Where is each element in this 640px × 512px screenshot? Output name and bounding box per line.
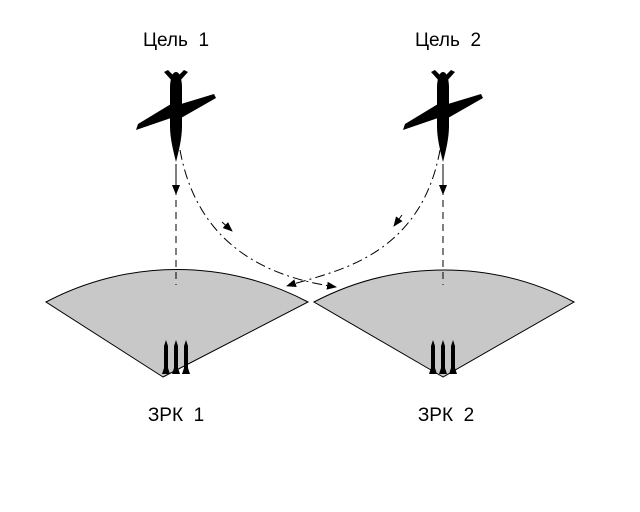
target-2-label: Цель 2 [415,30,481,51]
trajectory-2-to-1 [286,149,441,288]
trajectory-arrow-2 [393,214,403,227]
trajectory-arrow-1 [221,221,233,232]
sam-site-1-label: ЗРК 1 [148,405,204,426]
aircraft-icon [136,70,216,162]
missile-launcher-icon [429,340,457,374]
aircraft-icon [403,70,483,162]
sam-zone-1 [45,268,310,378]
missile-launcher-icon [162,340,190,374]
target-1-label: Цель 1 [143,30,209,51]
trajectory-1-to-2 [179,149,337,290]
sam-zone-2 [312,269,576,378]
sam-site-2-label: ЗРК 2 [418,405,474,426]
